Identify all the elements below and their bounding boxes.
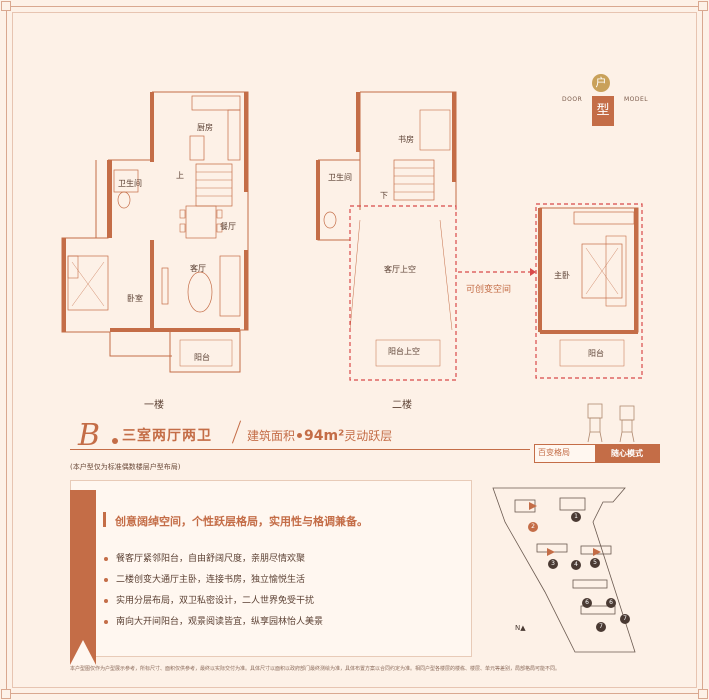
list-item-text: 南向大开间阳台，观景阅读皆宜，纵享园林怡人美景	[116, 616, 324, 627]
floor1-label: 一楼	[144, 400, 164, 411]
floor3-box	[535, 203, 643, 379]
bullet-icon	[104, 577, 108, 582]
floor2-label: 二楼	[392, 400, 412, 411]
north-arrow-icon: N▲	[515, 624, 526, 632]
building-marker-7b: 7	[620, 614, 630, 624]
area-dot	[297, 433, 303, 438]
room-label-living-void: 客厅上空	[384, 265, 416, 274]
features-headline: 创意阔绰空间，个性跃层格局，实用性与格调兼备。	[115, 515, 368, 528]
floor-plans-drawing	[61, 91, 643, 381]
north-label: N	[515, 624, 521, 632]
headline-accent	[103, 512, 106, 527]
logo-model-text: MODEL	[624, 96, 649, 103]
features-panel	[70, 480, 472, 657]
area-prefix: 建筑面积	[247, 429, 296, 443]
room-label-living: 客厅	[190, 264, 206, 273]
logo-door-text: DOOR	[562, 96, 583, 103]
decorative-figures-icon	[587, 403, 635, 443]
room-label-study: 书房	[398, 135, 414, 144]
ribbon-decoration	[70, 490, 96, 665]
floor2-void-box	[349, 205, 457, 381]
list-item-text: 二楼创变大通厅主卧，连接书房，独立愉悦生活	[116, 574, 306, 585]
room-label-up: 上	[176, 171, 184, 180]
footer-disclaimer: 本户型图仅作为户型展示参考，所标尺寸、面积仅供参考，最终以实际交付为准。具体尺寸…	[70, 666, 561, 672]
list-item: 餐客厅紧邻阳台，自由舒阔尺度，亲朋尽情欢聚	[104, 548, 323, 569]
list-item-text: 实用分层布局，双卫私密设计，二人世界免受干扰	[116, 595, 315, 606]
badge-left-text: 百变格局	[538, 448, 570, 457]
layout-note: (本户型仅为标准偶数楼层户型布局)	[70, 463, 181, 471]
bullet-icon	[104, 598, 108, 603]
building-marker-4: 4	[571, 560, 581, 570]
building-marker-7a: 7	[596, 622, 606, 632]
bullet-icon	[104, 619, 108, 624]
list-item: 实用分层布局，双卫私密设计，二人世界免受干扰	[104, 590, 323, 611]
inner-frame	[12, 12, 697, 688]
corner-ornament-tl	[1, 1, 11, 11]
transform-space-label: 可创变空间	[466, 285, 512, 295]
building-marker-6b: 6	[606, 598, 616, 608]
room-label-kitchen: 厨房	[197, 123, 213, 132]
logo-top-char: 户	[592, 74, 610, 92]
area-value: 94m²	[304, 428, 345, 444]
room-label-master-bedroom: 主卧	[554, 271, 570, 280]
list-item: 南向大开间阳台，观景阅读皆宜，纵享园林怡人美景	[104, 611, 323, 632]
corner-ornament-tr	[698, 1, 708, 11]
room-label-bedroom: 卧室	[127, 294, 143, 303]
room-label-dining: 餐厅	[220, 222, 236, 231]
type-dot	[112, 438, 118, 444]
corner-ornament-br	[698, 689, 708, 699]
outer-frame	[6, 6, 703, 694]
room-label-down: 下	[380, 191, 388, 200]
room-label-balcony-3: 阳台	[588, 349, 604, 358]
features-list: 餐客厅紧邻阳台，自由舒阔尺度，亲朋尽情欢聚 二楼创变大通厅主卧，连接书房，独立愉…	[104, 548, 323, 632]
ribbon-tail	[70, 640, 96, 665]
transform-arrow-head	[530, 268, 536, 276]
list-item-text: 餐客厅紧邻阳台，自由舒阔尺度，亲朋尽情欢聚	[116, 553, 306, 564]
logo-bottom-char: 型	[592, 96, 614, 126]
corner-ornament-bl	[1, 689, 11, 699]
room-label-balcony-void: 阳台上空	[388, 347, 420, 356]
type-letter: B	[78, 418, 101, 453]
building-marker-2: 2	[528, 522, 538, 532]
building-marker-5: 5	[590, 558, 600, 568]
mode-badge: 百变格局 随心模式	[534, 444, 660, 463]
room-label-bathroom-1: 卫生间	[118, 179, 142, 188]
list-item: 二楼创变大通厅主卧，连接书房，独立愉悦生活	[104, 569, 323, 590]
room-label-bathroom-2: 卫生间	[328, 173, 352, 182]
door-model-logo: DOOR 户 型 MODEL	[562, 72, 650, 132]
layout-title: 三室两厅两卫	[122, 428, 212, 444]
title-underline	[70, 449, 530, 450]
badge-right-text: 随心模式	[595, 445, 659, 462]
room-label-balcony-1: 阳台	[194, 353, 210, 362]
building-marker-1: 1	[571, 512, 581, 522]
building-marker-3: 3	[548, 559, 558, 569]
building-marker-6a: 6	[582, 598, 592, 608]
area-suffix: 灵动跃层	[344, 429, 393, 443]
bullet-icon	[104, 556, 108, 561]
site-map	[492, 487, 636, 653]
area-label: 建筑面积 94m²灵动跃层	[247, 427, 392, 444]
